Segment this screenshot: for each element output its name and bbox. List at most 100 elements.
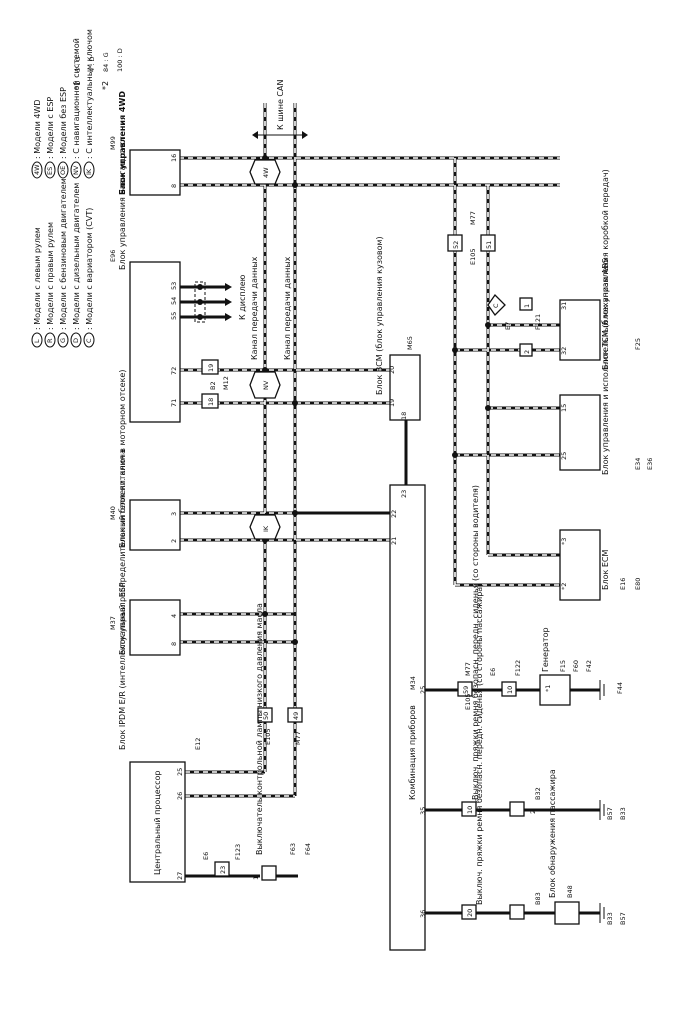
- module-tcm: 31 32 Блок TCM (блок управления коробкой…: [487, 169, 642, 370]
- pin: 53: [170, 282, 178, 290]
- svg-text:25: 25: [560, 452, 568, 460]
- pin: 2: [170, 539, 178, 543]
- svg-text:B57: B57: [619, 912, 627, 925]
- note-text: 100 : D: [116, 48, 124, 72]
- module-abs: 15 25 Блок управления и исполнительный м…: [559, 258, 654, 475]
- legend-code: D: [72, 338, 80, 343]
- svg-text:51: 51: [485, 241, 493, 249]
- svg-text:21: 21: [390, 537, 398, 545]
- legend-code: OE: [59, 166, 67, 175]
- module-nav: 72 71 53 54 55 Блок управления навигац. …: [109, 134, 292, 423]
- legend-text: : Модели без ESP: [59, 87, 68, 159]
- module-ipdm: Центральный процессор 27 25 26 Блок IPDM…: [118, 370, 312, 883]
- svg-text:F121: F121: [534, 314, 542, 330]
- pin: 16: [170, 154, 178, 162]
- pin: 3: [170, 512, 178, 516]
- note-mark: *1: [73, 81, 82, 90]
- pin: 55: [170, 312, 178, 320]
- svg-text:18: 18: [207, 398, 215, 406]
- legend-code: R: [46, 338, 54, 343]
- note-text: 4 : D: [88, 57, 96, 72]
- svg-text:35: 35: [419, 807, 427, 815]
- legend-code: NV: [72, 165, 80, 175]
- svg-text:E34: E34: [634, 458, 642, 470]
- svg-text:25: 25: [419, 686, 427, 694]
- module-meter-name: Комбинация приборов: [408, 705, 417, 800]
- svg-text:1: 1: [523, 304, 531, 308]
- cpu-label: Центральный процессор: [153, 771, 162, 875]
- svg-text:52: 52: [452, 241, 460, 249]
- hex-nv: NV: [249, 371, 281, 399]
- connector-id: E12: [194, 738, 202, 750]
- legend-text: : Модели с левым рулем: [33, 227, 42, 330]
- data-tx-label: Канал передачи данных: [250, 256, 259, 360]
- legend-code: ES: [46, 167, 54, 175]
- svg-text:E105: E105: [264, 728, 272, 745]
- module-key-name: Блок интеллект. ключа: [118, 449, 127, 548]
- pin: 71: [170, 399, 178, 407]
- svg-text:2: 2: [529, 810, 537, 814]
- module-tcm-name: Блок TCM (блок управления коробкой перед…: [601, 169, 610, 370]
- legend-code: C: [85, 338, 93, 343]
- svg-text:E36: E36: [646, 458, 654, 470]
- svg-text:F60: F60: [572, 660, 580, 672]
- svg-text:F44: F44: [616, 682, 624, 694]
- legend: L : Модели с левым рулем R : Модели с пр…: [31, 29, 95, 348]
- svg-text:F123: F123: [234, 844, 242, 860]
- legend-text: : Модели с бензиновым двигателем: [59, 178, 68, 330]
- svg-text:M77: M77: [294, 731, 302, 745]
- svg-text:C: C: [492, 303, 500, 308]
- note-mark: *2: [101, 81, 110, 90]
- oil-switch-label: Выключатель контрольной лампы низкого да…: [255, 603, 264, 855]
- note-text: 3 : G: [74, 57, 82, 73]
- svg-text:F15: F15: [559, 660, 567, 672]
- can-bus-arrow: К шине CAN: [252, 80, 308, 139]
- svg-text:26: 26: [176, 792, 184, 800]
- hex-ik: IK: [249, 514, 281, 540]
- module-key: 3 2 Блок интеллект. ключа M40: [109, 449, 181, 551]
- svg-text:F122: F122: [514, 660, 522, 676]
- pin: 8: [170, 642, 178, 646]
- belt-driver-label: Выключ. пряжки ремня безопасн. передн. с…: [471, 485, 480, 800]
- svg-text:19: 19: [388, 399, 396, 407]
- module-meter: 22 21 23 25 35 36 Комбинация приборов M3…: [389, 484, 627, 951]
- pin: 4: [170, 614, 178, 618]
- module-esp-name: Блок управл. ESP: [118, 582, 127, 655]
- svg-text:22: 22: [390, 510, 398, 518]
- module-ipdm-name: Блок IPDM E/R (интеллектуальный распреде…: [118, 370, 127, 750]
- svg-text:E7: E7: [504, 322, 512, 330]
- svg-text:B83: B83: [534, 892, 542, 905]
- connector-id: F25: [634, 338, 642, 350]
- svg-text:49: 49: [292, 712, 300, 720]
- svg-text:B33: B33: [619, 807, 627, 820]
- svg-text:4W: 4W: [262, 167, 270, 178]
- legend-col-2: 4W : Модели 4WD ES : Модели с ESP OE : М…: [31, 29, 95, 179]
- svg-text:10: 10: [466, 806, 474, 814]
- connector-id: M40: [109, 506, 117, 520]
- svg-text:31: 31: [560, 302, 568, 310]
- svg-text:M77: M77: [464, 662, 472, 676]
- legend-code: 4W: [33, 164, 41, 175]
- module-4wd: 16 8 Блок управления 4WD M99: [109, 91, 181, 196]
- svg-text:M77: M77: [469, 211, 477, 225]
- legend-text: : Модели с дизельным двигателем: [72, 183, 81, 330]
- svg-text:B32: B32: [534, 787, 542, 800]
- svg-text:10: 10: [506, 686, 514, 694]
- svg-text:23: 23: [219, 866, 227, 874]
- svg-text:2: 2: [523, 350, 531, 354]
- svg-text:M12: M12: [222, 376, 230, 390]
- svg-text:50: 50: [262, 712, 270, 720]
- connector-id: M65: [406, 336, 414, 350]
- svg-text:18: 18: [400, 412, 408, 420]
- svg-text:*3: *3: [560, 538, 568, 545]
- svg-text:20: 20: [388, 366, 396, 374]
- legend-text: : Модели 4WD: [33, 99, 42, 159]
- svg-text:20: 20: [466, 909, 474, 917]
- svg-text:F42: F42: [585, 660, 593, 672]
- pin: 54: [170, 297, 178, 305]
- svg-text:B48: B48: [566, 885, 574, 898]
- svg-text:B57: B57: [606, 807, 614, 820]
- svg-text:NV: NV: [262, 380, 270, 390]
- legend-text: : С интеллектуальным ключом: [85, 29, 94, 159]
